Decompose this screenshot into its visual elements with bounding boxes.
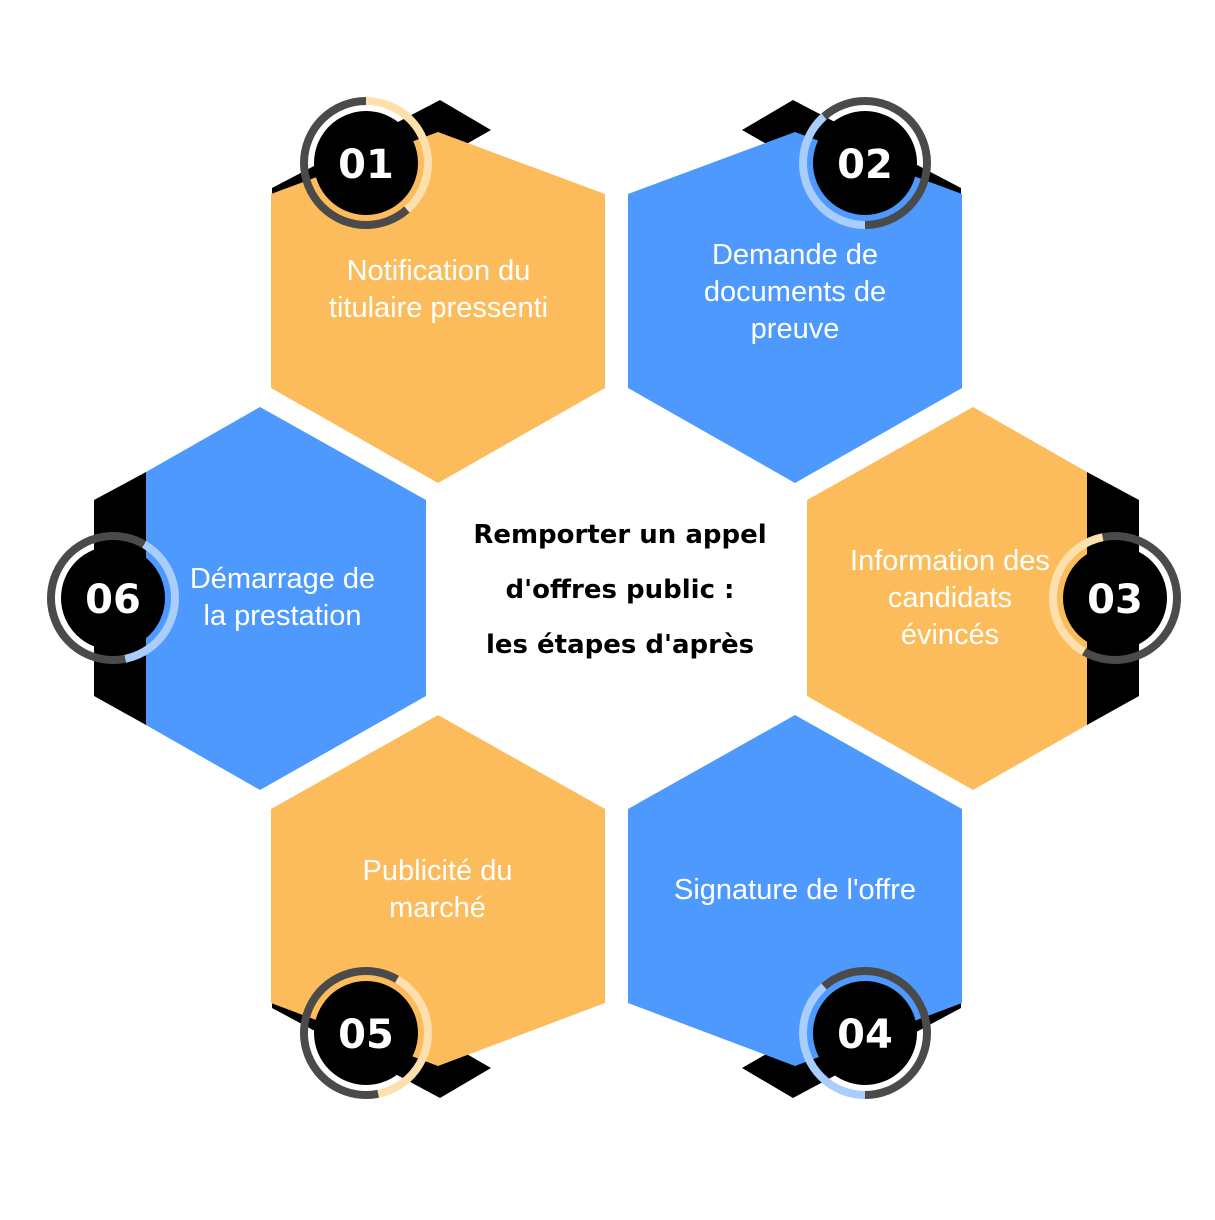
- hex-03: [807, 407, 1087, 790]
- badge-ring-gray-01: [300, 97, 432, 229]
- badge-circle-04: [813, 981, 917, 1085]
- step-01: 01: [271, 97, 605, 483]
- step-label-06: Démarrage de la prestation: [189, 563, 376, 632]
- badge-ring-gray-06: [47, 532, 179, 664]
- badge-03: 03: [1049, 532, 1181, 664]
- diagram-title: Remporter un appel d'offres public : les…: [473, 520, 767, 660]
- badge-number-01: 01: [338, 142, 394, 188]
- step-label-05: Publicité du marché: [362, 855, 513, 924]
- step-03: 03: [807, 407, 1181, 790]
- badge-ring-gray-03: [1049, 532, 1181, 664]
- step-02: 02: [628, 97, 962, 483]
- badge-ring-gray-02: [799, 97, 931, 229]
- badge-02: 02: [799, 97, 931, 229]
- badge-circle-02: [813, 111, 917, 215]
- step-label-01: Notification du titulaire pressenti: [328, 255, 549, 324]
- step-label-02: Demande de documents de preuve: [703, 238, 887, 345]
- badge-ring-gray-04: [799, 967, 931, 1099]
- badge-04: 04: [799, 967, 931, 1099]
- badge-circle-01: [314, 111, 418, 215]
- badge-circle-03: [1063, 546, 1167, 650]
- badge-circle-06: [61, 546, 165, 650]
- hex-01: [271, 132, 605, 483]
- hex-05: [271, 715, 605, 1066]
- badge-number-04: 04: [837, 1012, 893, 1058]
- hex-06: [146, 407, 426, 790]
- badge-05: 05: [300, 967, 432, 1099]
- step-06: 06: [47, 407, 426, 790]
- badge-circle-05: [314, 981, 418, 1085]
- hex-04: [628, 715, 962, 1066]
- step-label-04: Signature de l'offre: [674, 873, 916, 906]
- badge-06: 06: [47, 532, 179, 664]
- step-05: 05: [271, 715, 605, 1099]
- badge-01: 01: [300, 97, 432, 229]
- badge-number-06: 06: [85, 577, 141, 623]
- badge-number-02: 02: [837, 142, 893, 188]
- badge-number-05: 05: [338, 1012, 394, 1058]
- step-04: 04: [628, 715, 962, 1099]
- badge-number-03: 03: [1087, 577, 1143, 623]
- badge-ring-gray-05: [300, 967, 432, 1099]
- step-label-03: Information des candidats évincés: [850, 544, 1050, 651]
